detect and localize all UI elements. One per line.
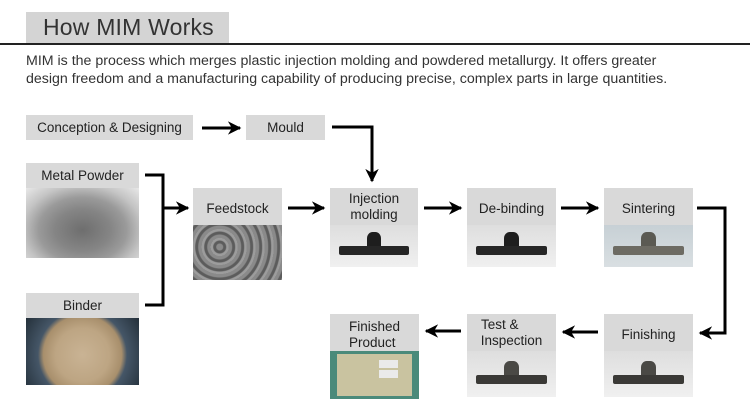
carton-label xyxy=(379,369,399,378)
page-title: How MIM Works xyxy=(43,14,214,40)
part-boss xyxy=(641,232,656,249)
sintering-part-image xyxy=(604,225,693,267)
step-injection-molding: Injection molding xyxy=(330,188,418,267)
intro-line-2: design freedom and a manufacturing capab… xyxy=(26,71,668,87)
part-boss xyxy=(504,361,519,378)
carton-shape xyxy=(337,353,412,397)
injection-part-image xyxy=(330,225,418,267)
step-debinding-label: De-binding xyxy=(478,201,545,216)
arrow-mould-to-injection xyxy=(332,125,379,183)
step-feedstock: Feedstock xyxy=(193,188,282,280)
binder-image xyxy=(26,318,139,385)
step-injection-label-2: molding xyxy=(350,207,398,222)
part-bar xyxy=(475,246,548,256)
title-divider xyxy=(0,43,750,45)
step-sintering: Sintering xyxy=(604,188,693,267)
step-mould: Mould xyxy=(246,115,325,140)
step-test-inspection: Test & Inspection xyxy=(467,314,556,397)
feedstock-image xyxy=(193,225,282,280)
title-banner: How MIM Works xyxy=(26,12,229,44)
step-test-label-2: Inspection xyxy=(480,333,543,348)
step-test-label-1: Test & xyxy=(481,317,519,332)
step-finishing: Finishing xyxy=(604,314,693,397)
step-sintering-label: Sintering xyxy=(621,201,676,216)
test-part-image xyxy=(467,351,556,397)
part-bar xyxy=(475,375,548,385)
part-boss xyxy=(641,361,656,378)
step-conception: Conception & Designing xyxy=(26,115,193,140)
intro-paragraph: MIM is the process which merges plastic … xyxy=(26,52,746,88)
part-bar xyxy=(612,246,685,256)
step-debinding: De-binding xyxy=(467,188,556,267)
part-boss xyxy=(504,232,519,249)
step-injection-label-1: Injection xyxy=(348,191,400,206)
metal-powder-image xyxy=(26,188,139,258)
step-metal-powder-label: Metal Powder xyxy=(41,168,124,183)
step-conception-label: Conception & Designing xyxy=(37,120,182,135)
step-binder-label: Binder xyxy=(62,298,103,313)
finishing-part-image xyxy=(604,351,693,397)
step-mould-label: Mould xyxy=(267,120,304,135)
part-bar xyxy=(338,246,410,256)
step-finishing-label: Finishing xyxy=(621,327,676,342)
debinding-part-image xyxy=(467,225,556,267)
step-finished-label-2: Product xyxy=(349,335,396,350)
intro-line-1: MIM is the process which merges plastic … xyxy=(26,53,657,69)
step-finished-product: Finished Product xyxy=(330,314,419,399)
step-binder: Binder xyxy=(26,293,139,385)
arrow-sintering-to-finishing xyxy=(697,206,727,340)
bracket-materials xyxy=(145,173,165,307)
carton-label xyxy=(379,359,399,368)
finished-product-image xyxy=(330,351,419,399)
part-bar xyxy=(612,375,685,385)
step-finished-label-1: Finished xyxy=(349,319,401,334)
step-feedstock-label: Feedstock xyxy=(206,201,269,216)
part-boss xyxy=(366,232,382,249)
step-metal-powder: Metal Powder xyxy=(26,163,139,258)
